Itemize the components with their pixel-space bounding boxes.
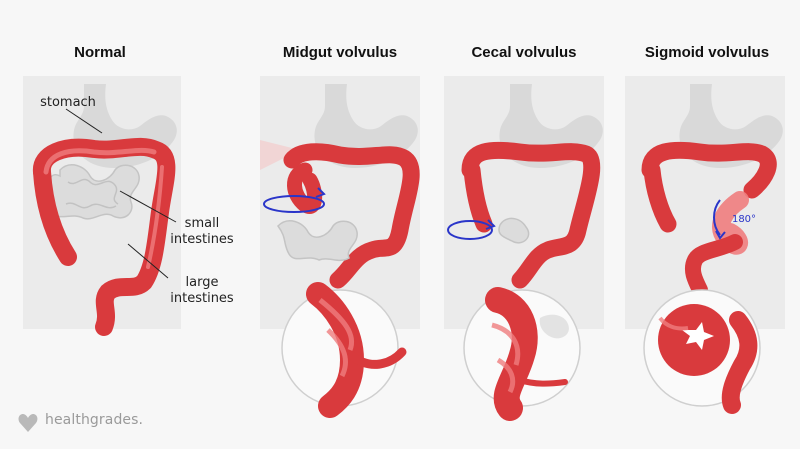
brand-name: healthgrades.: [45, 412, 144, 428]
healthgrades-logo: healthgrades.: [18, 412, 143, 428]
label-small: small: [184, 216, 220, 231]
healthgrades-logo-mark: [18, 414, 38, 432]
title-midgut-volvulus: Midgut volvulus: [282, 44, 398, 61]
large-intestines-pointer: [127, 243, 169, 279]
title-cecal-volvulus: Cecal volvulus: [471, 44, 577, 61]
label-rotation: 180°: [731, 214, 757, 225]
stomach-pointer: [65, 108, 103, 134]
label-stomach: stomach: [40, 95, 96, 110]
small-intestines-pointer: [119, 190, 177, 223]
label-large-intestines: intestines: [170, 291, 234, 306]
title-sigmoid-volvulus: Sigmoid volvulus: [644, 44, 770, 61]
midgut-anatomy: [260, 84, 420, 418]
label-large: large: [185, 275, 219, 290]
title-normal: Normal: [74, 44, 126, 61]
rotation-arrow: [263, 195, 325, 213]
rotation-arrow: [713, 199, 721, 236]
label-small-intestines: intestines: [170, 232, 234, 247]
normal-anatomy: [42, 84, 177, 327]
sigmoid-anatomy: [641, 84, 783, 414]
cecal-anatomy: [447, 84, 603, 421]
rotation-arrow: [447, 220, 493, 240]
twist-highlight: [260, 140, 300, 170]
